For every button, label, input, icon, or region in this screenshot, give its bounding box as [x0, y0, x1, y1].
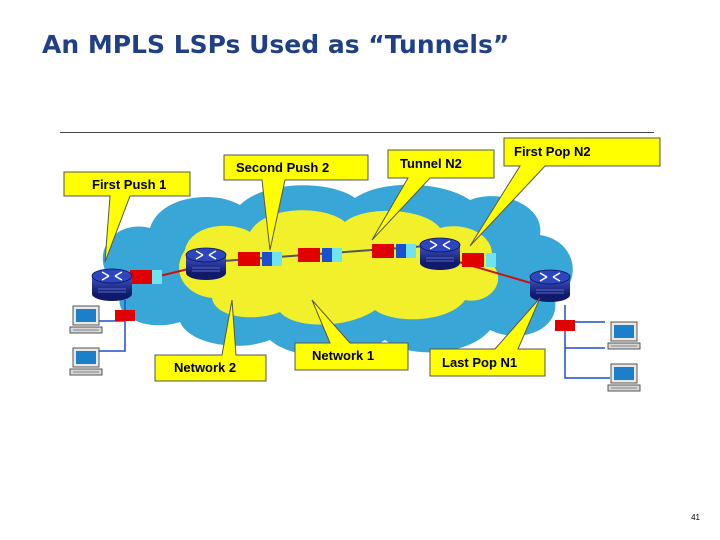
- router-icon: [529, 269, 571, 303]
- mpls-label-icon: [152, 270, 162, 284]
- mpls-label-icon: [555, 320, 575, 331]
- label-first-push-1: First Push 1: [92, 177, 166, 192]
- mpls-label-icon: [462, 253, 484, 267]
- mpls-label-icon: [406, 244, 416, 258]
- callout-tunnel-n2: Tunnel N2: [371, 149, 495, 241]
- callout-first-push-1: First Push 1: [63, 171, 191, 263]
- computer-icon: [69, 305, 103, 334]
- mpls-label-icon: [298, 248, 320, 262]
- callout-network-2: Network 2: [154, 299, 267, 382]
- callout-second-push-2: Second Push 2: [223, 154, 369, 251]
- label-second-push-2: Second Push 2: [236, 160, 329, 175]
- network-cloud-inner: [179, 210, 499, 325]
- router-icon: [419, 237, 461, 271]
- mpls-label-icon: [238, 252, 260, 266]
- label-network-2: Network 2: [174, 360, 236, 375]
- computer-icon: [607, 321, 641, 350]
- mpls-label-icon: [372, 244, 394, 258]
- mpls-label-icon: [262, 252, 272, 266]
- mpls-label-icon: [130, 270, 152, 284]
- slide-title: An MPLS LSPs Used as “Tunnels”: [42, 30, 510, 59]
- label-first-pop-n2: First Pop N2: [514, 144, 591, 159]
- mpls-label-icon: [332, 248, 342, 262]
- label-tunnel-n2: Tunnel N2: [400, 156, 462, 171]
- divider-line: [60, 132, 654, 133]
- callout-first-pop-n2: First Pop N2: [469, 137, 661, 247]
- label-last-pop-n1: Last Pop N1: [442, 355, 517, 370]
- label-packets: [115, 244, 575, 331]
- mpls-label-icon: [322, 248, 332, 262]
- mpls-label-icon: [486, 253, 496, 267]
- mpls-label-icon: [115, 310, 135, 321]
- label-network-1: Network 1: [312, 348, 374, 363]
- router-icon: [185, 247, 227, 281]
- callout-last-pop-n1: Last Pop N1: [429, 297, 546, 377]
- mpls-label-icon: [272, 252, 282, 266]
- mpls-label-icon: [396, 244, 406, 258]
- computer-icon: [607, 363, 641, 392]
- computer-icon: [69, 347, 103, 376]
- page-number: 41: [691, 513, 700, 522]
- callout-network-1: Network 1: [294, 299, 409, 371]
- router-icon: [91, 268, 133, 302]
